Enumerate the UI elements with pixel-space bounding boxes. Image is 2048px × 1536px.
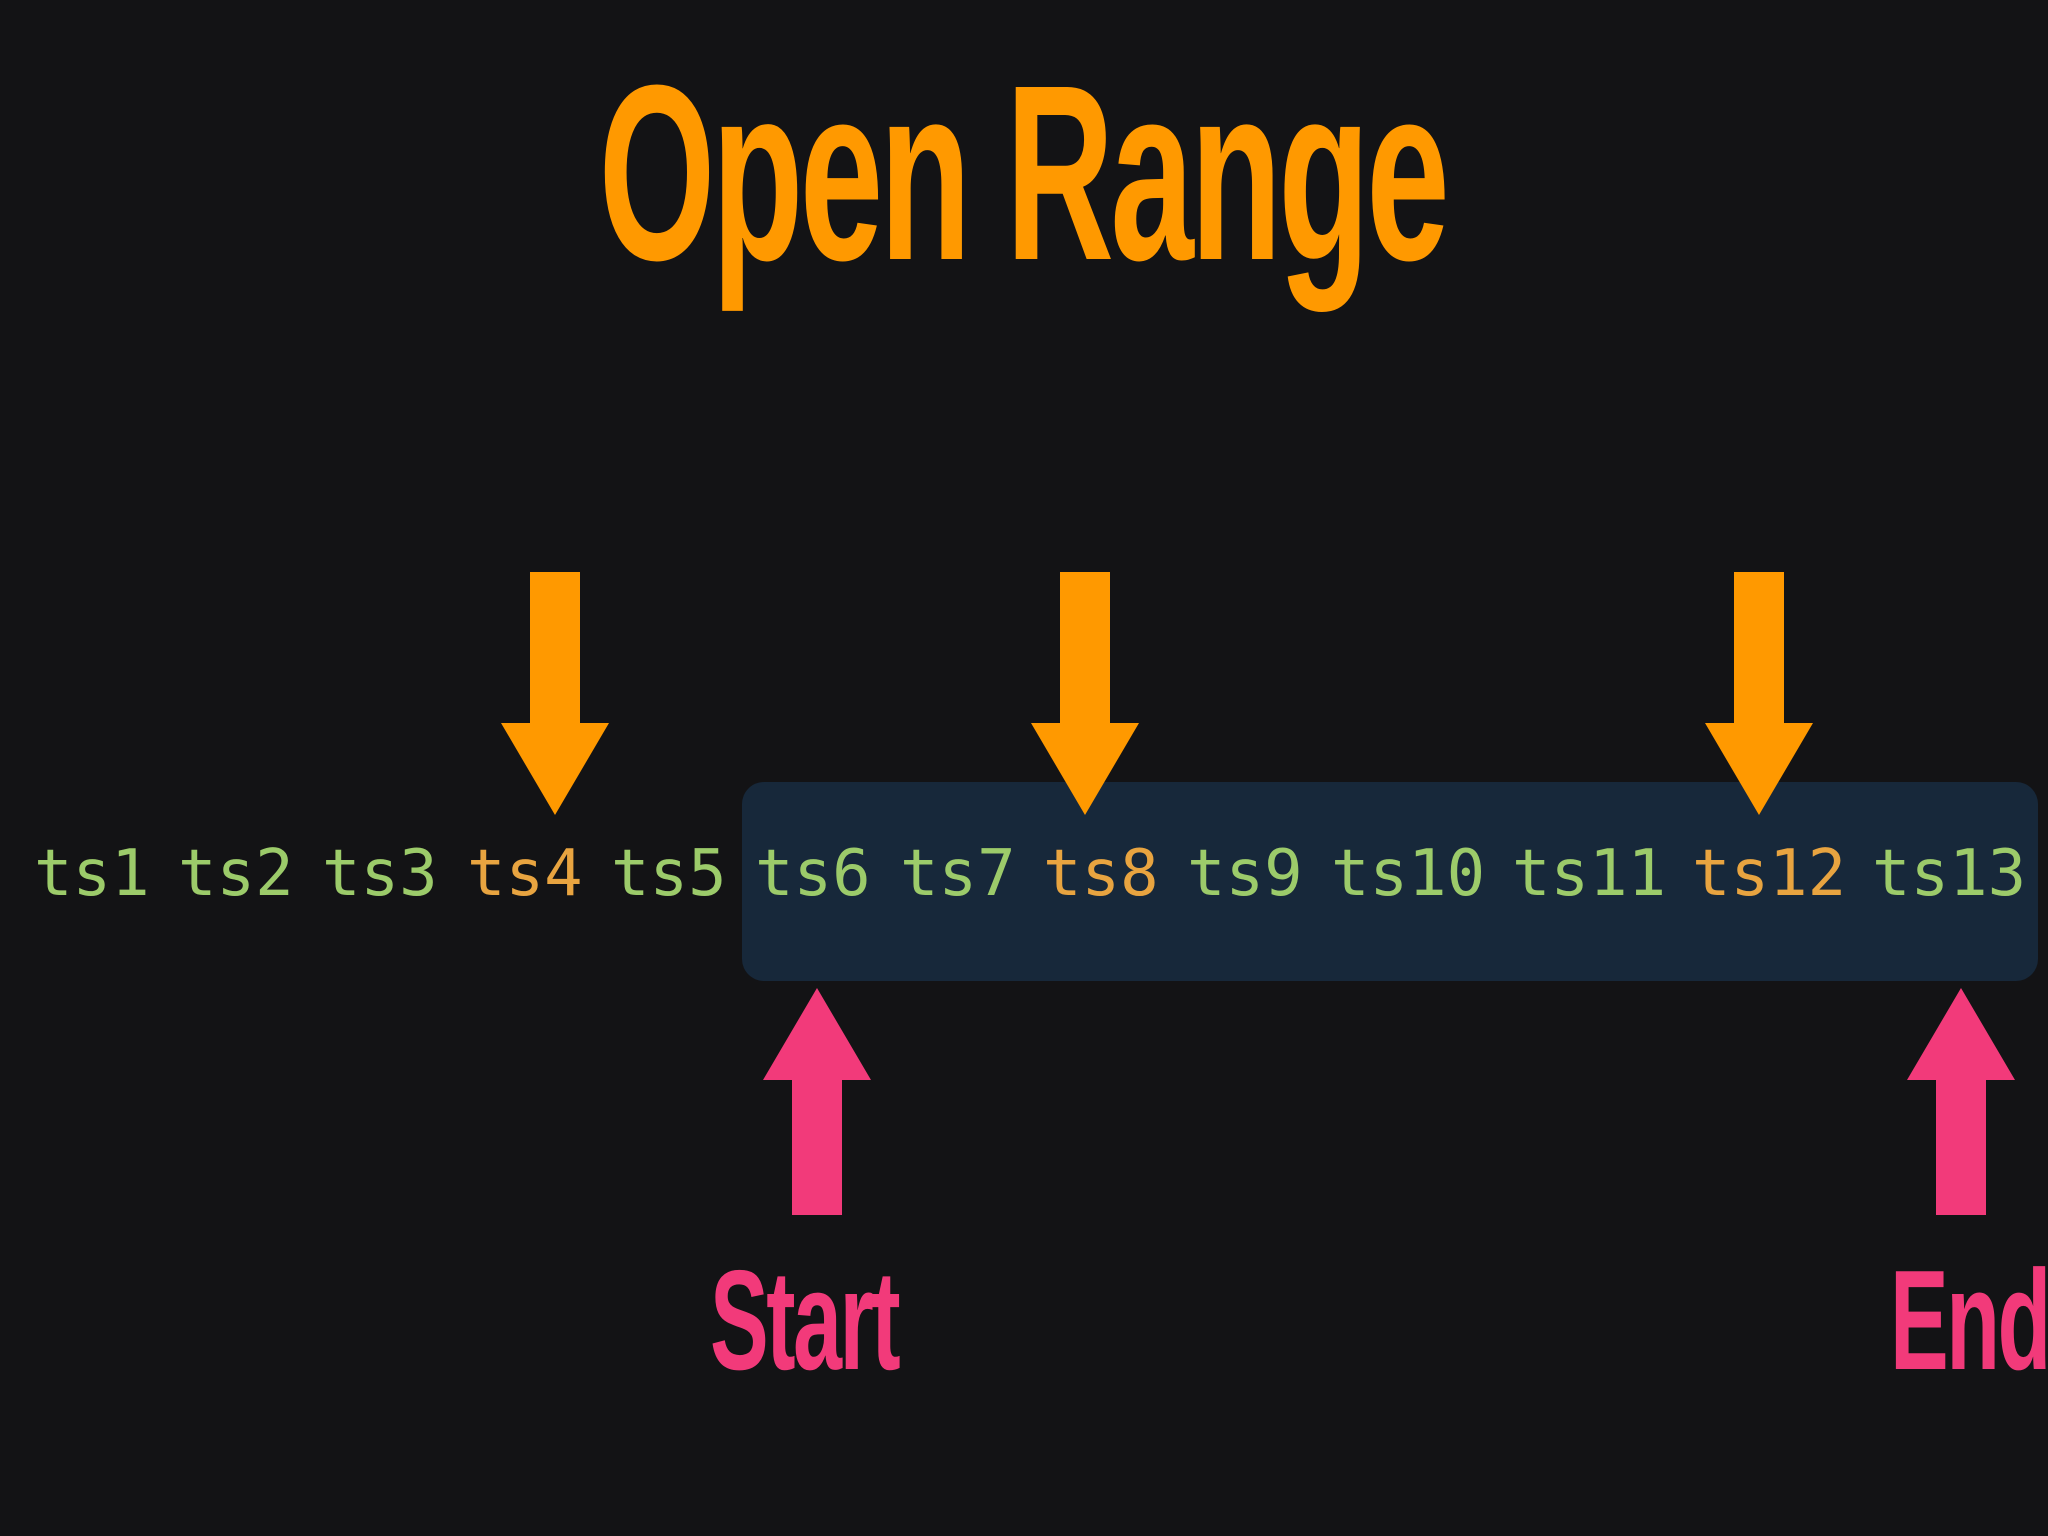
timestamp-highlighted: ts4 (467, 837, 583, 911)
timestamp-highlighted: ts8 (1043, 837, 1159, 911)
timestamp: ts3 (322, 837, 438, 911)
timestamp: ts5 (611, 837, 727, 911)
range-highlight-box (742, 782, 2038, 981)
timestamp: ts13 (1872, 837, 2027, 911)
timestamp: ts7 (900, 837, 1016, 911)
range-end-label: End (1890, 1241, 2048, 1400)
slide-title: Open Range (598, 33, 1450, 312)
timestamp: ts9 (1187, 837, 1303, 911)
timestamp: ts10 (1331, 837, 1486, 911)
timestamp: ts1 (34, 837, 150, 911)
down-arrow-icon (1031, 572, 1139, 815)
down-arrow-icon (501, 572, 609, 815)
up-arrow-icon (1907, 988, 2015, 1215)
down-arrow-icon (1705, 572, 1813, 815)
timestamp: ts11 (1512, 837, 1667, 911)
up-arrow-icon (763, 988, 871, 1215)
timestamp: ts2 (178, 837, 294, 911)
timestamp-highlighted: ts12 (1692, 837, 1847, 911)
timestamp: ts6 (755, 837, 871, 911)
range-start-label: Start (710, 1241, 901, 1400)
